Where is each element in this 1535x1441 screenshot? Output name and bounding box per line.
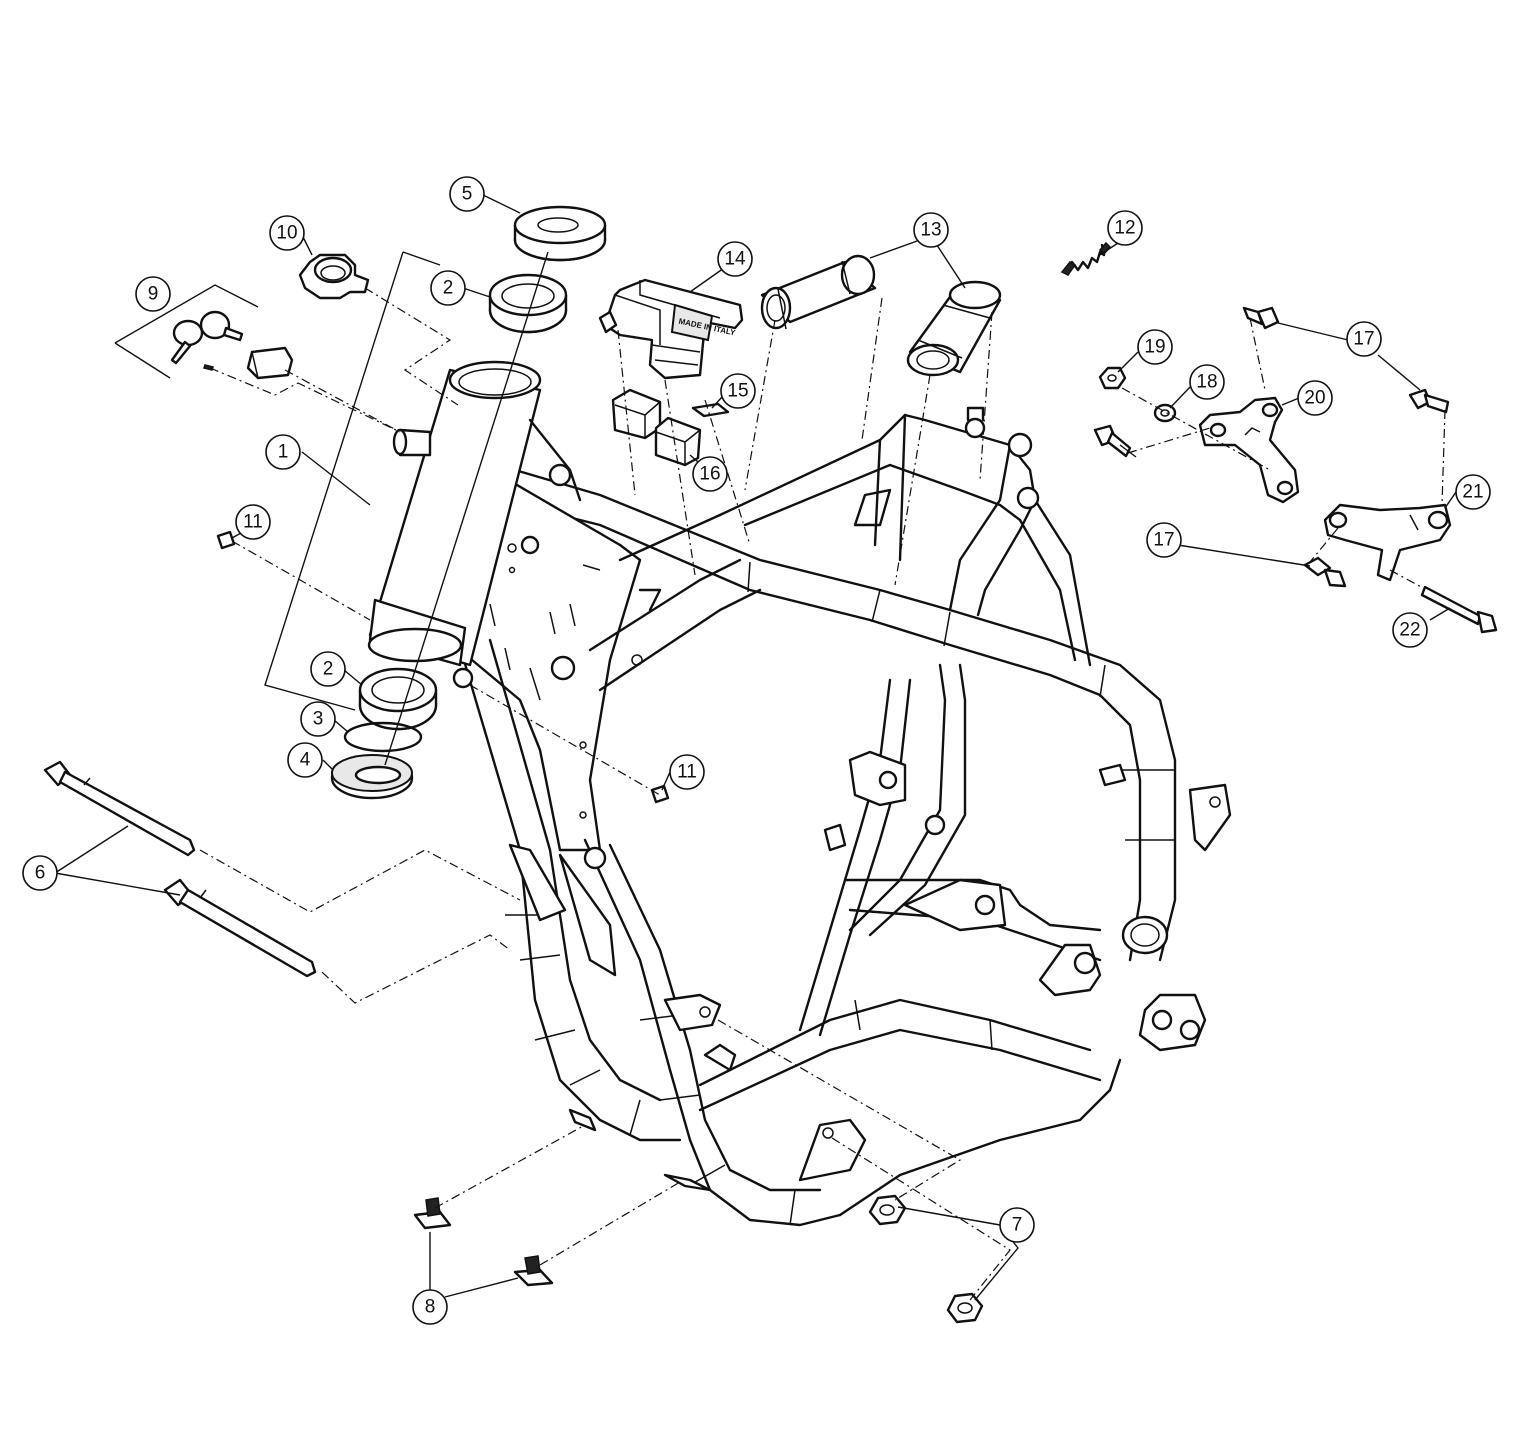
svg-text:13: 13 xyxy=(920,220,941,241)
part-2-lower-bearing xyxy=(358,667,438,731)
svg-text:7: 7 xyxy=(1012,1215,1023,1236)
callout-17-left: 17 xyxy=(1146,522,1182,558)
svg-text:11: 11 xyxy=(243,512,263,533)
callout-2-lower: 2 xyxy=(310,651,346,687)
part-13-sleeve-b xyxy=(906,280,1002,377)
callout-2-upper: 2 xyxy=(430,270,466,306)
callout-6: 6 xyxy=(22,855,58,891)
callout-14: 14 xyxy=(717,241,753,277)
part-20-bracket xyxy=(1198,396,1300,504)
callout-11-upper: 11 xyxy=(235,504,271,540)
part-6-long-bolt-upper xyxy=(43,760,196,857)
svg-text:17: 17 xyxy=(1153,530,1174,551)
callout-8: 8 xyxy=(412,1289,448,1325)
part-3-oring xyxy=(343,721,423,753)
callout-19: 19 xyxy=(1137,329,1173,365)
svg-text:3: 3 xyxy=(313,709,324,730)
part-22-long-bolt xyxy=(1420,585,1498,634)
part-9-ignition-keys xyxy=(170,310,294,380)
callout-22: 22 xyxy=(1392,612,1428,648)
callout-21: 21 xyxy=(1455,474,1491,510)
part-8-clip-upper xyxy=(413,1197,452,1230)
callout-7: 7 xyxy=(999,1207,1035,1243)
part-19-washer xyxy=(1098,366,1127,390)
callout-11-lower: 11 xyxy=(669,754,705,790)
svg-text:21: 21 xyxy=(1462,482,1483,503)
svg-text:18: 18 xyxy=(1196,372,1217,393)
svg-text:14: 14 xyxy=(724,249,746,270)
callout-18: 18 xyxy=(1189,364,1225,400)
part-11-screw-upper xyxy=(216,530,236,550)
part-8-clip-lower xyxy=(513,1255,554,1287)
callout-10: 10 xyxy=(269,215,305,251)
svg-text:5: 5 xyxy=(462,184,473,205)
callout-4: 4 xyxy=(287,742,323,778)
svg-text:4: 4 xyxy=(300,750,311,771)
part-14-control-box: MADE IN ITALY xyxy=(598,278,744,380)
svg-text:16: 16 xyxy=(699,464,720,485)
callout-5: 5 xyxy=(449,176,485,212)
svg-text:1: 1 xyxy=(278,442,289,463)
callout-17-top: 17 xyxy=(1346,321,1382,357)
svg-text:2: 2 xyxy=(323,659,334,680)
svg-text:20: 20 xyxy=(1304,388,1325,409)
svg-text:10: 10 xyxy=(276,223,297,244)
svg-text:9: 9 xyxy=(148,284,159,305)
svg-text:8: 8 xyxy=(425,1297,436,1318)
part-13-sleeve-a xyxy=(760,254,877,330)
part-15-pad xyxy=(691,402,730,418)
part-6-long-bolt-lower xyxy=(163,878,317,978)
part-17-bolt-lower xyxy=(1303,556,1347,588)
callout-15: 15 xyxy=(720,373,756,409)
part-10-clamp xyxy=(298,253,370,300)
assembly-lines xyxy=(54,193,1457,1301)
svg-text:17: 17 xyxy=(1353,329,1374,350)
callout-13: 13 xyxy=(913,212,949,248)
svg-text:11: 11 xyxy=(677,762,697,783)
part-12-spring xyxy=(1060,241,1112,276)
callout-20: 20 xyxy=(1297,380,1333,416)
svg-text:6: 6 xyxy=(35,863,46,884)
svg-text:2: 2 xyxy=(443,278,454,299)
svg-text:15: 15 xyxy=(727,381,748,402)
svg-text:19: 19 xyxy=(1144,337,1165,358)
part-2-upper-bearing xyxy=(488,273,568,334)
callout-16: 16 xyxy=(692,456,728,492)
part-21-bracket xyxy=(1323,503,1452,582)
part-16-foam-pads xyxy=(611,388,702,467)
part-5-bearing-cap xyxy=(513,205,607,262)
part-4-seal xyxy=(330,754,414,800)
part-7-nut-lower xyxy=(946,1292,984,1324)
part-17-bolt-top xyxy=(1242,306,1280,330)
part-11-screw-lower xyxy=(650,784,670,804)
callout-1: 1 xyxy=(265,434,301,470)
part-17-bolt-right xyxy=(1408,388,1450,414)
callout-12: 12 xyxy=(1107,210,1143,246)
part-7-nut-upper xyxy=(868,1194,907,1226)
svg-text:12: 12 xyxy=(1114,218,1135,239)
motorcycle-frame xyxy=(367,360,1232,1227)
callout-3: 3 xyxy=(300,701,336,737)
callout-9: 9 xyxy=(135,276,171,312)
svg-text:22: 22 xyxy=(1399,620,1420,641)
part-17-bolt-left xyxy=(1093,424,1132,458)
